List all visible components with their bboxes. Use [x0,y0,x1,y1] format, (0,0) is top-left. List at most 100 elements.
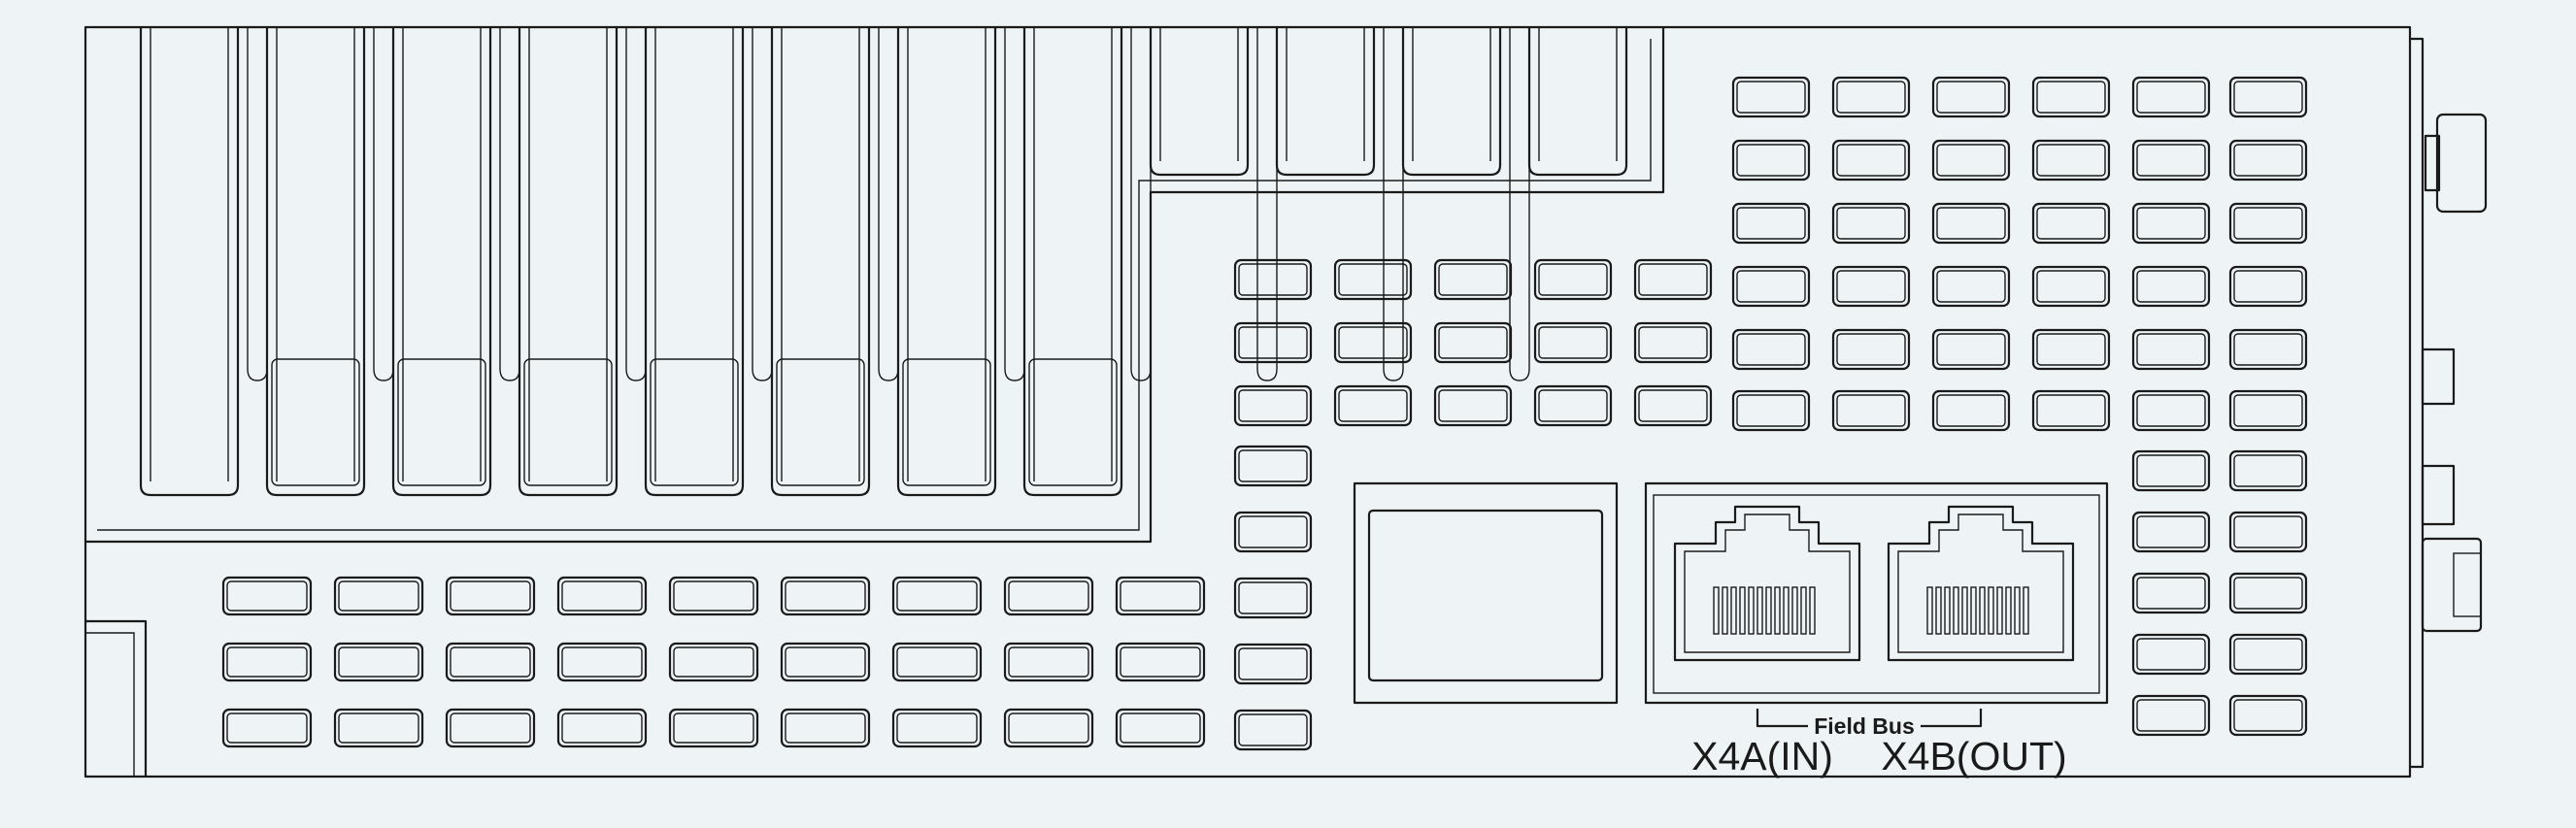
vent-slot [2228,694,2308,737]
vent-slot-inner [2233,333,2303,366]
vent-slot [2031,76,2111,118]
vent-slot [2131,633,2211,676]
vent-slot-inner [1538,326,1608,359]
vent-slot-inner [896,712,978,744]
vent-slot [333,576,424,616]
vent-slot-inner [2233,81,2303,114]
fin-root-block [523,358,613,486]
fin-gap-rib [1256,27,1278,381]
vent-slot-inner [1008,580,1089,612]
rj45-pin [1944,586,1951,635]
vent-slot-inner [785,580,866,612]
rj45-pin [1926,586,1933,635]
vent-slot-inner [450,646,531,678]
vent-slot-inner [673,712,754,744]
vent-slot [668,642,759,682]
vent-slot [1731,265,1811,308]
vent-slot [1233,643,1313,685]
vent-slot [1533,321,1613,364]
rj45-pin [1961,586,1968,635]
field-bus-bracket [1756,709,1983,728]
fin-gap-rib [247,27,268,381]
vent-slot [2131,202,2211,245]
vent-slot [221,576,313,616]
fin-gap-rib [752,27,773,381]
vent-slot-inner [1638,263,1708,296]
vent-slot [1831,265,1911,308]
vent-slot [2031,389,2111,432]
vent-slot-inner [1836,333,1906,366]
vent-slot-inner [450,712,531,744]
vent-slot-inner [1238,515,1308,548]
fin-gap-rib [1130,27,1152,381]
vent-slot-inner [2136,207,2206,240]
vent-slot [2228,202,2308,245]
vent-slot-inner [673,646,754,678]
vent-slot-inner [2036,144,2106,177]
vent-slot [780,576,871,616]
heatsink-fin-edge [907,27,987,481]
vent-slot-inner [2036,333,2106,366]
vent-slot-inner [1638,326,1708,359]
vent-slot-inner [1338,263,1408,296]
vent-slot-inner [1438,389,1508,422]
vent-slot-inner [338,712,419,744]
rj45-pin [2014,586,2021,635]
vent-slot [1433,384,1513,427]
heatsink-fin-edge [402,27,482,481]
fin-gap-rib [499,27,520,381]
vent-slot-inner [2233,270,2303,303]
vent-slot [2228,633,2308,676]
heatsink-fin [770,27,871,497]
right-vent-grid [1731,76,2308,737]
vent-slot [891,576,983,616]
rj45-pin [1996,586,2003,635]
heatsink-fin-edge [654,27,734,481]
vent-slot-inner [1338,389,1408,422]
vent-slot [1831,389,1911,432]
vent-slot [1931,139,2011,182]
fin-root-block [776,358,865,486]
vent-slot-inner [1238,713,1308,746]
heatsink-fin [896,27,997,497]
heatsink-fin [391,27,492,497]
vent-slot-inner [338,646,419,678]
vent-slot-inner [2136,144,2206,177]
vent-slot [2131,389,2211,432]
rj45-pin [1783,586,1790,635]
vent-slot-inner [1238,647,1308,680]
vent-slot [1633,384,1713,427]
vent-slot-inner [1936,207,2006,240]
vent-slot [1731,202,1811,245]
vent-slot-inner [2036,207,2106,240]
display-window-frame [1353,481,1619,705]
vent-slot-inner [2036,270,2106,303]
vent-slot [1233,258,1313,301]
fin-root-block [271,358,360,486]
vent-slot [1233,709,1313,751]
vent-slot-inner [785,712,866,744]
vent-slot-inner [896,580,978,612]
middle-vent-grid [1233,258,1713,751]
side-gland-base [2424,134,2441,192]
vent-slot-inner [1238,581,1308,614]
fin-gap-rib [1383,27,1404,381]
vent-slot [2131,328,2211,371]
vent-slot [2031,265,2111,308]
heatsink-fin-edge [1412,27,1491,161]
vent-slot [445,708,536,748]
vent-slot [2228,265,2308,308]
side-port [2421,348,2456,406]
rj45-pin [2023,586,2029,635]
vent-slot-inner [2233,394,2303,427]
vent-slot-inner [226,712,308,744]
vent-slot [2228,572,2308,614]
vent-slot-inner [2233,207,2303,240]
vent-slot [1633,258,1713,301]
vent-slot [1533,384,1613,427]
vent-slot-inner [1538,389,1608,422]
vent-slot-inner [1736,207,1806,240]
vent-slot [1731,389,1811,432]
